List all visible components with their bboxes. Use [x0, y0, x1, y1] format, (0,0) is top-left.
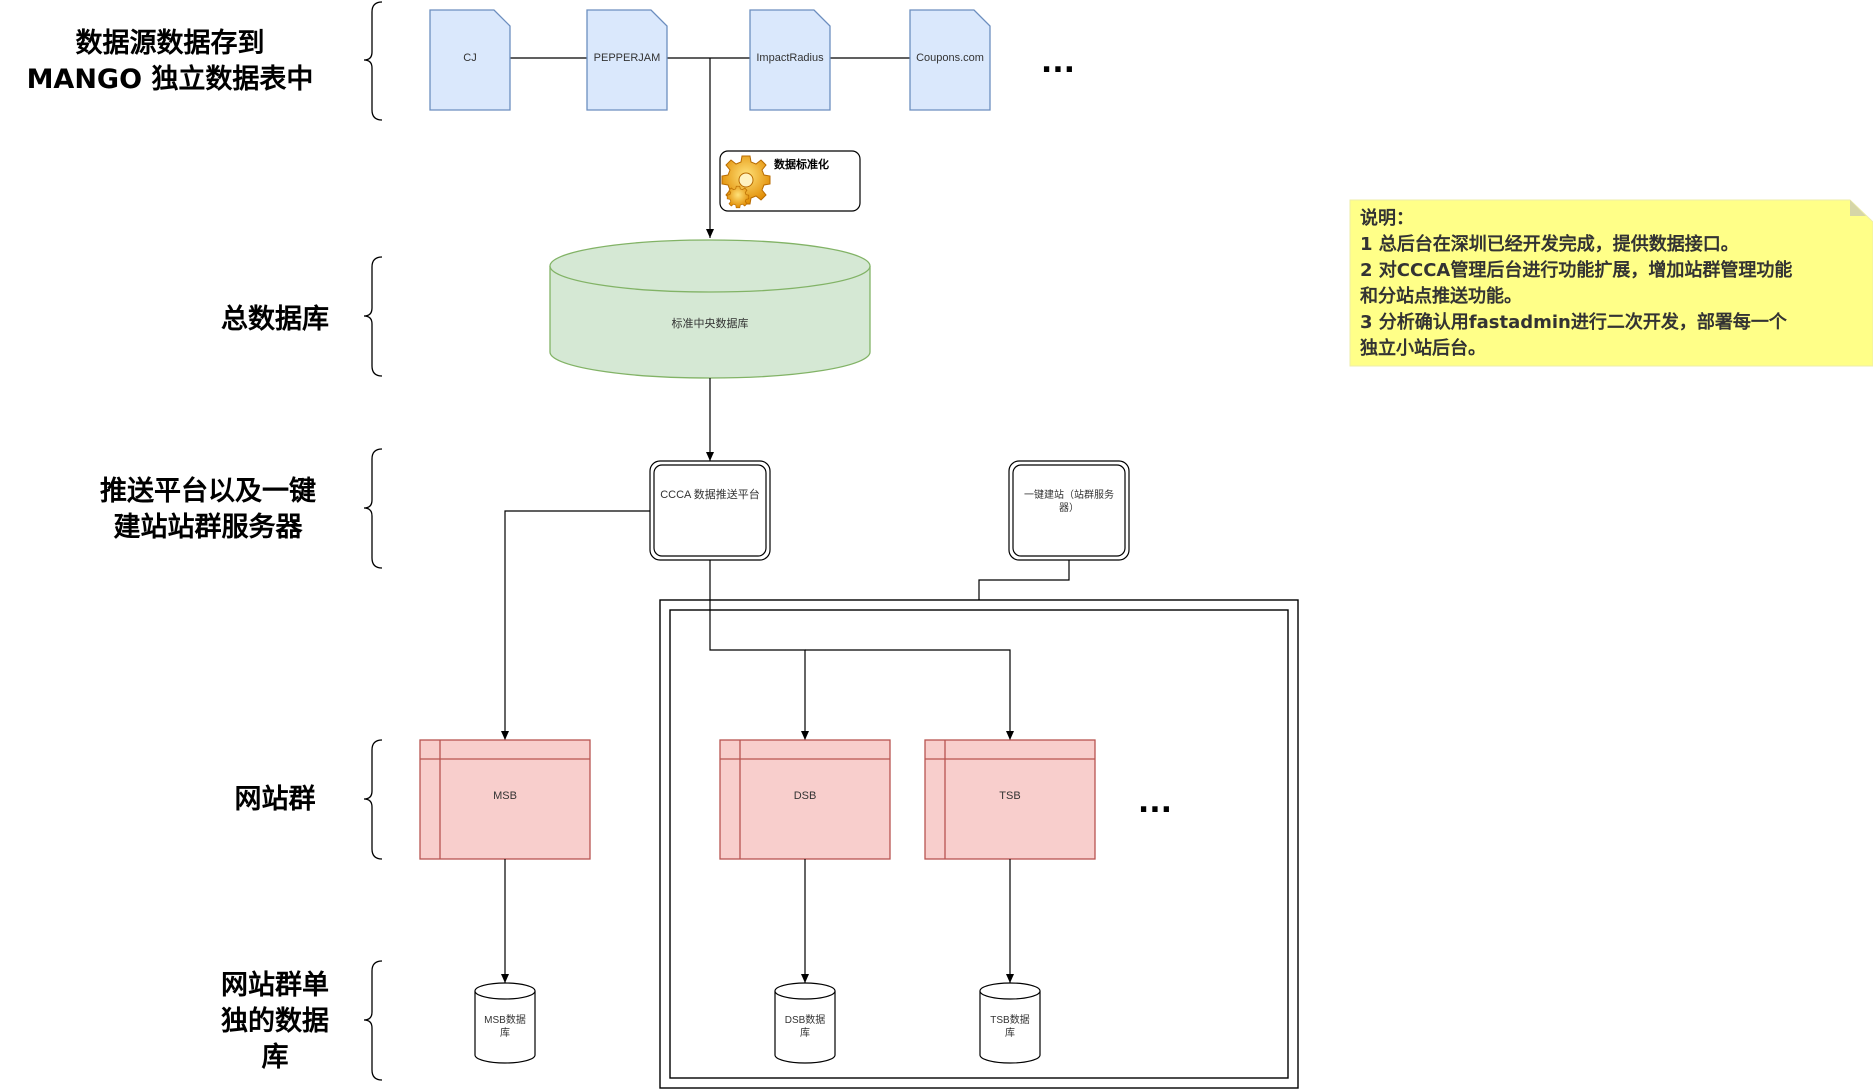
central-database[interactable]: 标准中央数据库	[549, 239, 871, 379]
site-msb[interactable]: MSB	[419, 739, 591, 860]
lane-site-dbs-title-line2: 独的数据	[221, 1005, 329, 1037]
central-db-label: 标准中央数据库	[672, 316, 749, 330]
source-label: PEPPERJAM	[594, 52, 661, 64]
source-coupons[interactable]: Coupons.com	[909, 9, 991, 111]
db-label-line1: TSB数据	[990, 1013, 1029, 1026]
note-shape	[1349, 199, 1873, 367]
note-line: 1 总后台在深圳已经开发完成，提供数据接口。	[1360, 233, 1739, 255]
brace	[363, 739, 383, 860]
cylinder-top	[979, 982, 1041, 1000]
db-label-line2: 库	[500, 1026, 510, 1039]
source-label: ImpactRadius	[756, 52, 824, 64]
note-line: 说明：	[1360, 207, 1414, 229]
site-tsb[interactable]: TSB	[924, 739, 1096, 860]
normalize-label: 数据标准化	[774, 157, 829, 171]
site-builder-label-line1: 一键建站（站群服务	[1024, 488, 1114, 501]
site-label: MSB	[493, 790, 517, 802]
site-box	[719, 739, 891, 860]
source-pepperjam[interactable]: PEPPERJAM	[586, 9, 668, 111]
lane-site-dbs-title-line1: 网站群单	[221, 970, 329, 1001]
note-line: 3 分析确认用fastadmin进行二次开发，部署每一个	[1360, 311, 1788, 333]
lane-sources-title-line2: MANGO 独立数据表中	[27, 63, 314, 95]
edge-push-to-msb	[501, 510, 650, 740]
lane-sites-title: 网站群	[235, 784, 316, 815]
push-platform-inner	[653, 464, 767, 557]
cylinder-body	[979, 991, 1041, 1064]
note-fold	[1850, 200, 1866, 216]
cylinder-body	[774, 991, 836, 1064]
cylinder-top	[549, 239, 871, 293]
edge-builder-to-cluster	[978, 560, 1070, 600]
normalize-step[interactable]: 数据标准化	[719, 150, 861, 212]
source-impactradius[interactable]: ImpactRadius	[749, 9, 831, 111]
edge-push-to-dsb	[709, 560, 809, 740]
lane-sources: 数据源数据存到 MANGO 独立数据表中	[27, 1, 383, 121]
brace	[363, 1, 383, 121]
note-line: 2 对CCCA管理后台进行功能扩展，增加站群管理功能	[1360, 259, 1792, 281]
gear-icon	[721, 155, 771, 209]
lane-sources-title-line1: 数据源数据存到	[76, 28, 265, 59]
site-label: DSB	[794, 790, 817, 802]
sources-ellipsis: ...	[1041, 45, 1075, 80]
source-label: Coupons.com	[916, 52, 984, 64]
cylinder-top	[474, 982, 536, 1000]
site-label: TSB	[999, 790, 1020, 802]
brace	[363, 256, 383, 377]
explanation-note: 说明： 1 总后台在深圳已经开发完成，提供数据接口。 2 对CCCA管理后台进行…	[1349, 199, 1873, 367]
cylinder-body	[474, 991, 536, 1064]
dsb-database[interactable]: DSB数据 库	[774, 982, 836, 1064]
push-platform[interactable]: CCCA 数据推送平台	[649, 460, 771, 561]
note-line: 独立小站后台。	[1360, 337, 1486, 359]
lane-central-db-title: 总数据库	[221, 304, 329, 335]
document-shape	[586, 9, 668, 111]
cylinder-top	[774, 982, 836, 1000]
lane-site-dbs: 网站群单 独的数据 库	[221, 960, 383, 1081]
cluster-inner-frame	[669, 609, 1289, 1079]
lane-push: 推送平台以及一键 建站站群服务器	[100, 448, 383, 569]
site-builder-server[interactable]: 一键建站（站群服务 器）	[1008, 460, 1130, 561]
msb-database[interactable]: MSB数据 库	[474, 982, 536, 1064]
document-shape	[909, 9, 991, 111]
lane-site-dbs-title-line3: 库	[262, 1042, 289, 1073]
lane-push-title-line1: 推送平台以及一键	[100, 475, 316, 507]
sites-ellipsis: ...	[1138, 785, 1172, 820]
db-label-line2: 库	[800, 1026, 810, 1039]
tsb-database[interactable]: TSB数据 库	[979, 982, 1041, 1064]
lane-sites: 网站群	[235, 739, 383, 860]
db-label-line1: DSB数据	[785, 1013, 826, 1026]
lane-central-db: 总数据库	[221, 256, 383, 377]
db-label-line2: 库	[1005, 1026, 1015, 1039]
document-shape	[749, 9, 831, 111]
site-builder-inner	[1012, 464, 1126, 557]
site-builder-label-line2: 器）	[1059, 502, 1079, 514]
document-shape	[429, 9, 511, 111]
source-cj[interactable]: CJ	[429, 9, 511, 111]
site-dsb[interactable]: DSB	[719, 739, 891, 860]
source-label: CJ	[463, 52, 476, 64]
edge-push-to-tsb	[805, 649, 1014, 740]
db-label-line1: MSB数据	[484, 1013, 526, 1026]
site-box	[419, 739, 591, 860]
push-platform-label: CCCA 数据推送平台	[660, 487, 760, 501]
lane-push-title-line2: 建站站群服务器	[114, 512, 304, 543]
brace	[363, 448, 383, 569]
note-line: 和分站点推送功能。	[1360, 285, 1522, 307]
brace	[363, 960, 383, 1081]
site-box	[924, 739, 1096, 860]
